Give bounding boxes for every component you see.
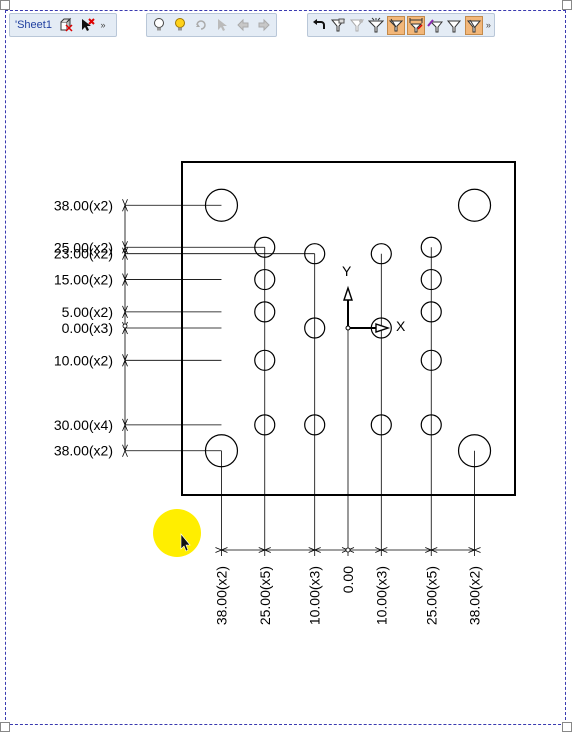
filter-icon[interactable] <box>329 16 346 35</box>
filter-funnel-icon[interactable] <box>367 16 384 35</box>
vertical-dimension-label: 0.00(x3) <box>62 320 113 336</box>
dimension-arrow <box>122 241 128 249</box>
corner-handle-top-left[interactable] <box>0 0 10 10</box>
filter-active-icon[interactable] <box>386 15 405 35</box>
dimension-arrow <box>122 444 128 452</box>
y-axis-arrow <box>343 285 353 301</box>
toolbar-overflow-icon[interactable]: » <box>100 20 106 30</box>
forward-arrow-icon[interactable] <box>254 16 273 35</box>
rotate-icon[interactable] <box>191 16 210 35</box>
vertical-dimension-label: 15.00(x2) <box>54 272 113 288</box>
dimension-arrow <box>375 547 383 553</box>
dimension-arrow <box>215 547 223 553</box>
filter-star-icon[interactable] <box>348 16 365 35</box>
horizontal-dimension-label: 10.00(x3) <box>307 566 323 625</box>
dimension-arrow <box>122 305 128 313</box>
horizontal-dimension-label: 25.00(x5) <box>257 566 273 625</box>
sheet-tab[interactable]: 'Sheet1 <box>15 19 52 31</box>
dimension-icon[interactable] <box>406 15 425 35</box>
vertical-dimension-label: 38.00(x2) <box>54 197 113 213</box>
vertical-dimension-label: 30.00(x4) <box>54 417 113 433</box>
toolbar-overflow-icon[interactable]: » <box>485 20 491 30</box>
dimension-arrow <box>468 547 476 553</box>
sheet-border <box>5 10 566 725</box>
x-axis-arrow <box>375 323 391 333</box>
x-axis-label: X <box>396 318 406 334</box>
horizontal-dimension-label: 38.00(x2) <box>213 566 229 625</box>
select-cross-icon[interactable] <box>78 16 97 35</box>
vertical-dimension-label: 5.00(x2) <box>62 304 113 320</box>
mouse-cursor-icon <box>180 533 191 552</box>
filter-arrow-icon[interactable] <box>427 16 444 35</box>
horizontal-dimension-label: 10.00(x3) <box>373 566 389 625</box>
vertical-dimension-label: 10.00(x2) <box>54 352 113 368</box>
dimension-arrow <box>122 418 128 426</box>
plate-outline <box>181 161 516 496</box>
mouse-highlight <box>153 509 201 557</box>
vertical-dimension-label: 25.00(x2) <box>54 239 113 255</box>
horizontal-dimension-label: 38.00(x2) <box>467 566 483 625</box>
filter-plain-icon[interactable] <box>446 16 463 35</box>
y-axis-label: Y <box>342 263 352 279</box>
filter-toolbar: » <box>307 13 495 37</box>
dimension-origin-marker <box>122 323 128 329</box>
horizontal-dimension-label: 25.00(x5) <box>423 566 439 625</box>
view-cube-icon[interactable] <box>57 16 76 35</box>
bulb-off-icon[interactable] <box>149 16 168 35</box>
bulb-on-icon[interactable] <box>170 16 189 35</box>
view-toolbar <box>146 13 277 37</box>
large-hole <box>457 188 492 222</box>
back-arrow-icon[interactable] <box>233 16 252 35</box>
sheet-toolbar: 'Sheet1 » <box>9 13 117 37</box>
dimension-arrow <box>122 199 128 207</box>
origin-marker <box>345 325 351 331</box>
dimension-arrow <box>122 273 128 281</box>
vertical-dimension-label: 38.00(x2) <box>54 443 113 459</box>
dimension-arrow <box>122 247 128 255</box>
dimension-arrow <box>425 547 433 553</box>
horizontal-dimension-label: 0.00 <box>340 566 356 593</box>
vertical-dimension-label: 23.00(x2) <box>54 246 113 262</box>
dimension-arrow <box>122 354 128 362</box>
filter-checked-icon[interactable] <box>464 15 483 35</box>
pointer-icon[interactable] <box>212 16 231 35</box>
dimension-arrow <box>258 547 266 553</box>
dimension-arrow <box>308 547 316 553</box>
dimension-origin-marker <box>345 547 351 553</box>
undo-icon[interactable] <box>310 16 327 35</box>
